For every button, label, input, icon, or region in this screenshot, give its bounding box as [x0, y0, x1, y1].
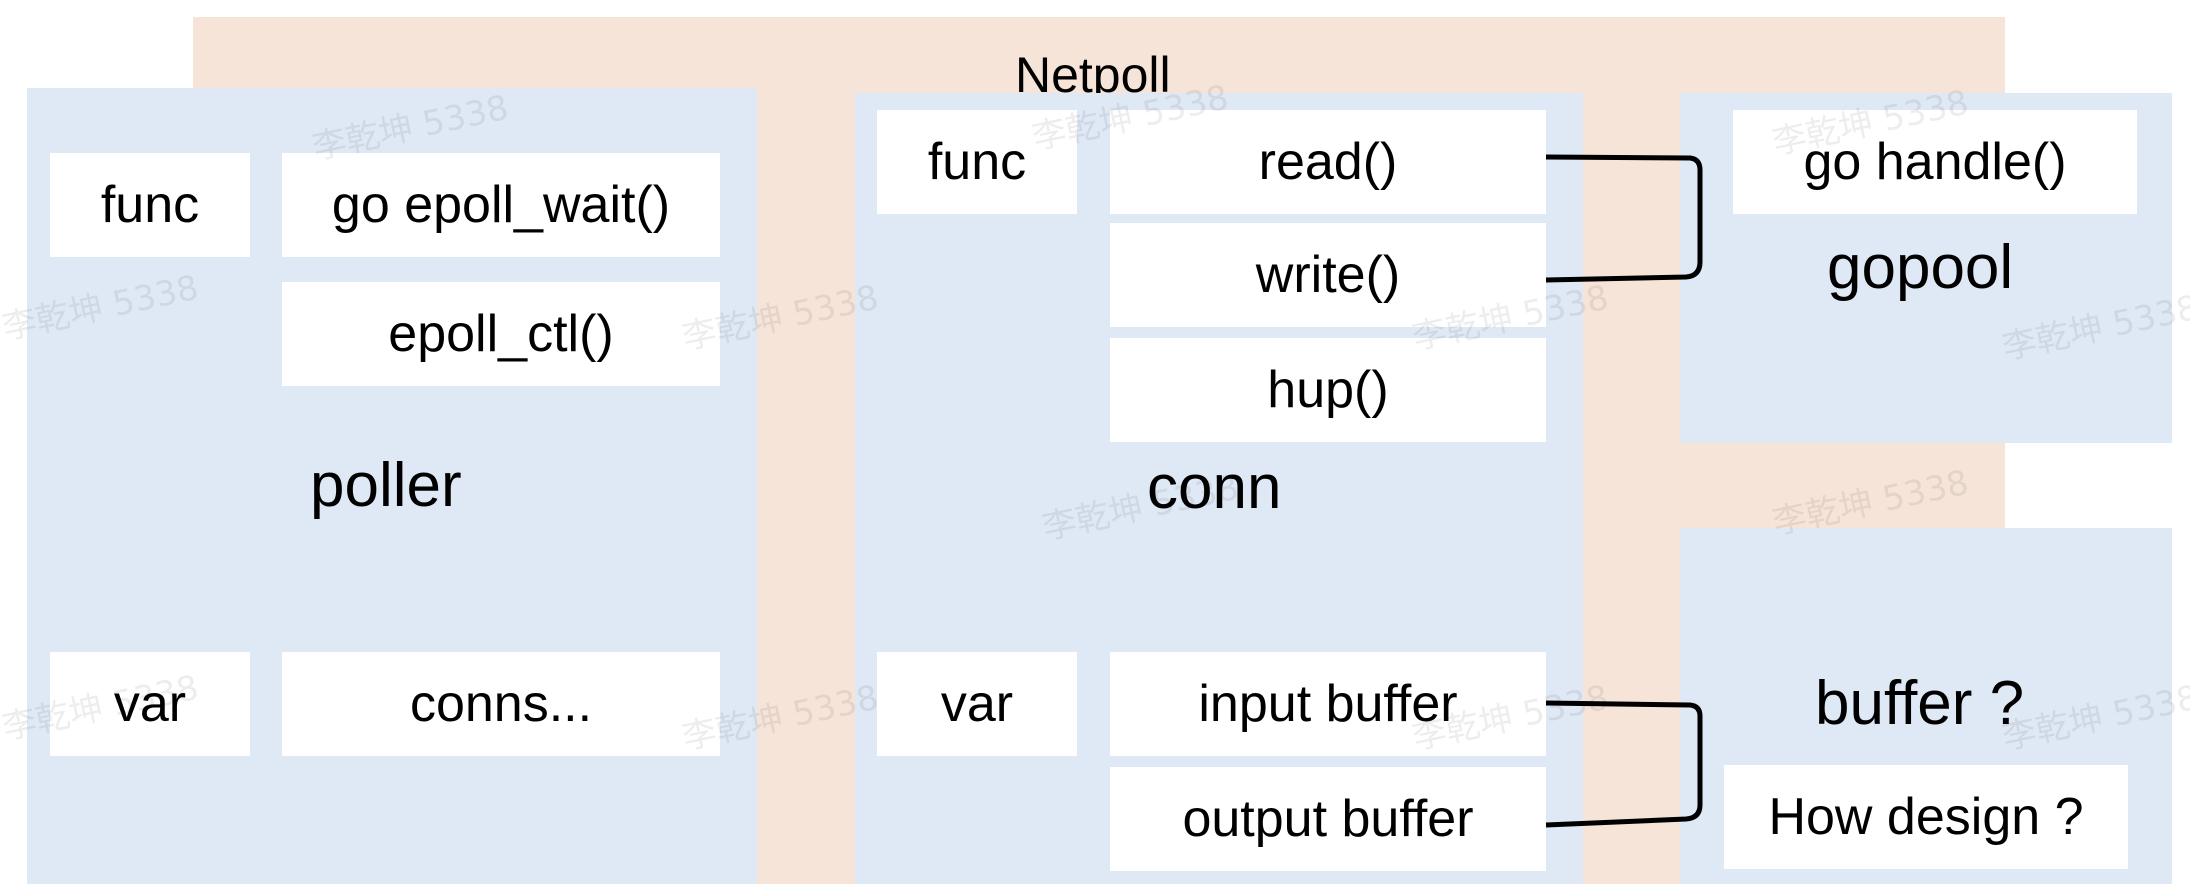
poller-func-epoll-wait: go epoll_wait() — [282, 153, 720, 257]
buffer-design-label: buffer ? — [1815, 669, 2025, 738]
conn-label: conn — [1147, 453, 1282, 522]
conn-var-output-buffer: output buffer — [1110, 767, 1546, 871]
conn-var-label: var — [877, 652, 1077, 756]
buffer-bracket — [1545, 700, 1703, 828]
buffer-design-how-design: How design ? — [1724, 765, 2128, 869]
conn-func-write: write() — [1110, 223, 1546, 327]
conn-func-hup: hup() — [1110, 338, 1546, 442]
poller-var-conns: conns... — [282, 652, 720, 756]
netpoll-title: Netpoll — [1015, 47, 1171, 103]
gopool-label: gopool — [1827, 233, 2014, 302]
conn-var-input-buffer: input buffer — [1110, 652, 1546, 756]
poller-label: poller — [310, 451, 462, 520]
read-write-bracket — [1545, 154, 1703, 283]
conn-func-label: func — [877, 110, 1077, 214]
poller-var-label: var — [50, 652, 250, 756]
conn-func-read: read() — [1110, 110, 1546, 214]
poller-func-label: func — [50, 153, 250, 257]
poller-func-epoll-ctl: epoll_ctl() — [282, 282, 720, 386]
gopool-go-handle: go handle() — [1733, 110, 2137, 214]
